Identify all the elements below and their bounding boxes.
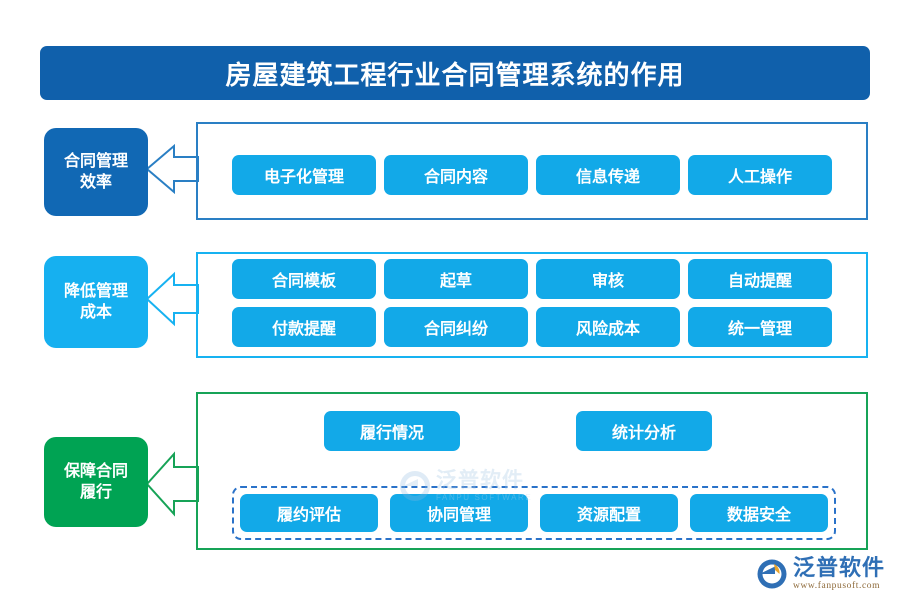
section-label-ensure-performance[interactable]: 保障合同履行	[44, 437, 148, 527]
section-1-row-1: 电子化管理 合同内容 信息传递 人工操作	[232, 155, 832, 195]
node-item[interactable]: 统一管理	[688, 307, 832, 347]
brand-logo-cn-text: 泛普软件	[793, 554, 886, 580]
node-item[interactable]: 合同纠纷	[384, 307, 528, 347]
node-item[interactable]: 资源配置	[540, 494, 678, 532]
node-item[interactable]: 统计分析	[576, 411, 712, 451]
brand-logo-url-text: www.fanpusoft.com	[793, 580, 881, 591]
node-item[interactable]: 风险成本	[536, 307, 680, 347]
section-label-contract-efficiency[interactable]: 合同管理效率	[44, 128, 148, 216]
node-item[interactable]: 履行情况	[324, 411, 460, 451]
node-item[interactable]: 数据安全	[690, 494, 828, 532]
arrow-connector-icon-3	[145, 451, 199, 517]
node-item[interactable]: 电子化管理	[232, 155, 376, 195]
node-item[interactable]: 付款提醒	[232, 307, 376, 347]
node-item[interactable]: 起草	[384, 259, 528, 299]
page-title: 房屋建筑工程行业合同管理系统的作用	[225, 60, 685, 90]
node-item[interactable]: 审核	[536, 259, 680, 299]
node-item[interactable]: 协同管理	[390, 494, 528, 532]
section-3-row-2: 履约评估 协同管理 资源配置 数据安全	[240, 494, 828, 532]
node-item[interactable]: 人工操作	[688, 155, 832, 195]
node-item[interactable]: 信息传递	[536, 155, 680, 195]
section-label-text: 保障合同履行	[63, 462, 128, 501]
node-item[interactable]: 自动提醒	[688, 259, 832, 299]
section-2-row-1: 合同模板 起草 审核 自动提醒	[232, 259, 832, 299]
node-item[interactable]: 合同模板	[232, 259, 376, 299]
section-label-text: 合同管理效率	[63, 152, 128, 191]
section-2-row-2: 付款提醒 合同纠纷 风险成本 统一管理	[232, 307, 832, 347]
brand-logo: 泛普软件 www.fanpusoft.com	[756, 552, 896, 596]
arrow-connector-icon-2	[145, 271, 199, 327]
node-item[interactable]: 履约评估	[240, 494, 378, 532]
section-label-reduce-cost[interactable]: 降低管理成本	[44, 256, 148, 348]
arrow-connector-icon-1	[145, 143, 199, 195]
dashed-subgroup-box	[232, 486, 836, 540]
diagram-title-bar: 房屋建筑工程行业合同管理系统的作用	[40, 46, 870, 100]
node-item[interactable]: 合同内容	[384, 155, 528, 195]
brand-logo-icon	[756, 558, 788, 590]
section-label-text: 降低管理成本	[63, 282, 128, 321]
